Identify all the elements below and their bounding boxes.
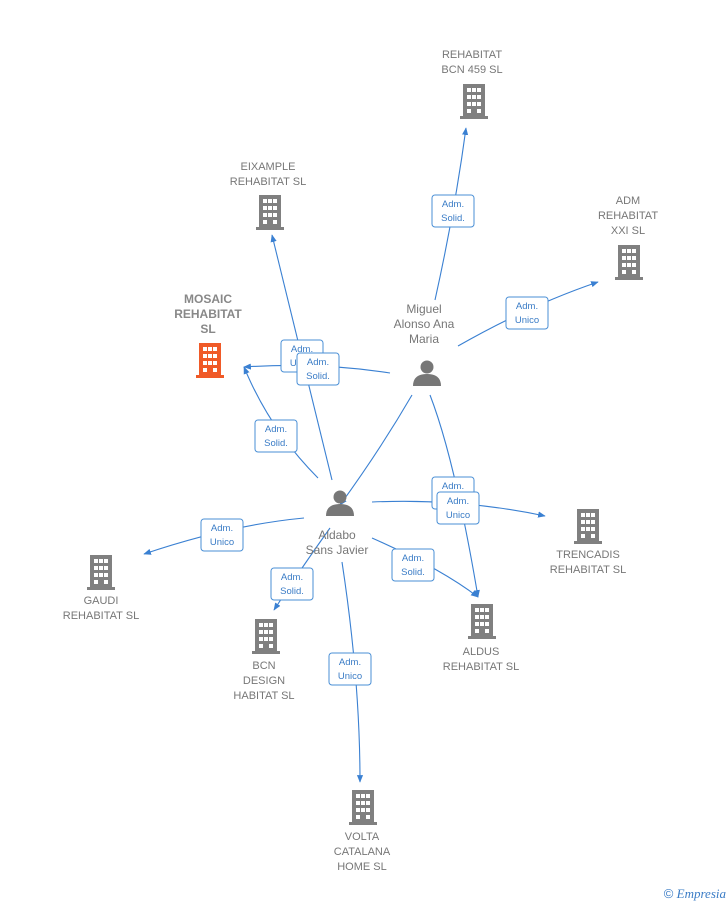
building-icon <box>574 509 602 544</box>
node-label: DESIGN <box>243 675 285 687</box>
building-icon <box>87 555 115 590</box>
badge-label: Adm. <box>281 572 303 583</box>
badge-label: Unico <box>338 671 362 682</box>
node-label: ADM <box>616 195 640 207</box>
node-eixample[interactable]: EIXAMPLE REHABITAT SL <box>230 161 306 230</box>
badge-label: Solid. <box>264 438 288 449</box>
badge-label: Unico <box>515 315 539 326</box>
badge-label: Adm. <box>447 496 469 507</box>
node-label: SL <box>200 322 215 336</box>
node-label: REHABITAT SL <box>443 661 519 673</box>
node-adm[interactable]: ADM REHABITAT XXI SL <box>598 195 658 280</box>
role-badge-aldabo-gaudi[interactable]: Adm. Unico <box>200 518 244 552</box>
badge-label: Adm. <box>307 357 329 368</box>
node-label: BCN <box>252 660 275 672</box>
node-label: Aldabo <box>318 528 356 542</box>
badge-label: Adm. <box>265 424 287 435</box>
node-label: REHABITAT SL <box>550 564 626 576</box>
role-badge-aldabo-volta[interactable]: Adm. Unico <box>328 652 372 686</box>
building-icon <box>468 604 496 639</box>
building-icon <box>460 84 488 119</box>
person-icon <box>326 490 354 516</box>
node-label: ALDUS <box>463 646 500 658</box>
node-label: HOME SL <box>337 861 387 873</box>
badge-box <box>431 194 475 228</box>
role-badge-aldabo-trencadis[interactable]: Adm. Unico <box>436 491 480 525</box>
badge-label: Solid. <box>306 371 330 382</box>
node-gaudi[interactable]: GAUDI REHABITAT SL <box>63 555 139 622</box>
badge-label: Adm. <box>291 344 313 355</box>
building-icon <box>349 790 377 825</box>
badge-label: Unico <box>446 510 470 521</box>
role-badge-miguel-rehabitat[interactable]: Adm. Solid. <box>431 194 475 228</box>
node-label: XXI SL <box>611 225 645 237</box>
badges-layer: Adm.Solid.Adm.UnicoAdm.UnicoAdm.Solid.Ad… <box>200 194 549 686</box>
node-trencadis[interactable]: TRENCADIS REHABITAT SL <box>550 509 626 576</box>
badge-box <box>391 548 435 582</box>
badge-box <box>328 652 372 686</box>
badge-box <box>505 296 549 330</box>
badge-label: Solid. <box>401 567 425 578</box>
node-label: Alonso Ana <box>394 317 455 331</box>
node-label: VOLTA <box>345 831 380 843</box>
badge-box <box>270 567 314 601</box>
node-label: EIXAMPLE <box>240 161 295 173</box>
node-label: MOSAIC <box>184 292 232 306</box>
node-label: Maria <box>409 332 439 346</box>
node-label: REHABITAT <box>598 210 658 222</box>
badge-label: Adm. <box>442 199 464 210</box>
badge-label: Solid. <box>441 213 465 224</box>
node-aldus[interactable]: ALDUS REHABITAT SL <box>443 604 519 673</box>
badge-box <box>254 419 298 453</box>
copyright-symbol: © <box>663 886 674 901</box>
node-label: REHABITAT SL <box>63 610 139 622</box>
role-badge-aldabo-bcn[interactable]: Adm. Solid. <box>270 567 314 601</box>
node-label: CATALANA <box>334 846 391 858</box>
brand-name: Empresia <box>676 886 726 901</box>
node-label: TRENCADIS <box>556 549 620 561</box>
node-rehabitat[interactable]: REHABITAT BCN 459 SL <box>441 49 503 119</box>
node-label: REHABITAT <box>442 49 502 61</box>
edge-miguel-to-aldabo <box>339 394 413 506</box>
badge-box <box>200 518 244 552</box>
node-bcn[interactable]: BCN DESIGN HABITAT SL <box>233 619 295 702</box>
node-label: Sans Javier <box>306 543 369 557</box>
badge-label: Adm. <box>339 657 361 668</box>
badge-label: Adm. <box>516 301 538 312</box>
badge-label: Adm. <box>442 481 464 492</box>
badge-box <box>296 352 340 386</box>
role-badge-miguel-adm[interactable]: Adm. Unico <box>505 296 549 330</box>
badge-label: Unico <box>210 537 234 548</box>
badge-box <box>436 491 480 525</box>
node-label: REHABITAT <box>174 307 242 321</box>
building-icon <box>256 195 284 230</box>
person-icon <box>413 360 441 386</box>
role-badge-aldabo-mosaic[interactable]: Adm. Solid. <box>254 419 298 453</box>
building-icon <box>615 245 643 280</box>
role-badge-aldabo-eixample[interactable]: Adm. Solid. <box>296 352 340 386</box>
building-icon <box>252 619 280 654</box>
node-label: HABITAT SL <box>233 690 294 702</box>
node-label: GAUDI <box>84 595 119 607</box>
node-label: Miguel <box>406 302 441 316</box>
building-icon <box>196 343 224 378</box>
badge-label: Solid. <box>280 586 304 597</box>
role-badge-aldabo-aldus[interactable]: Adm. Solid. <box>391 548 435 582</box>
badge-label: Adm. <box>402 553 424 564</box>
badge-label: Adm. <box>211 523 233 534</box>
node-label: BCN 459 SL <box>441 64 502 76</box>
brand-watermark: © Empresia <box>664 886 726 902</box>
node-volta[interactable]: VOLTA CATALANA HOME SL <box>334 790 391 873</box>
node-label: REHABITAT SL <box>230 176 306 188</box>
